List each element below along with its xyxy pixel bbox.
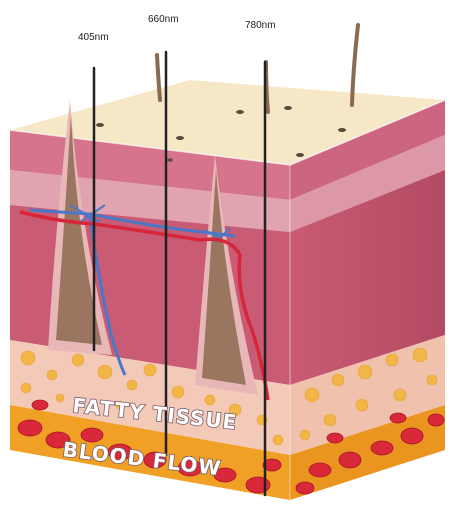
wavelength-label-660: 660nm (148, 14, 179, 25)
wavelength-label-405: 405nm (78, 32, 109, 43)
wavelength-label-780: 780nm (245, 20, 276, 31)
